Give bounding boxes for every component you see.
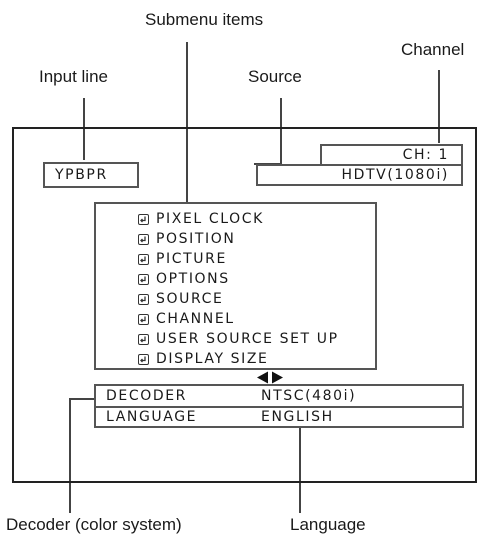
callout-decoder: Decoder (color system) xyxy=(6,515,182,534)
menu-item-picture[interactable]: PICTURE xyxy=(138,249,227,269)
source-box: HDTV(1080i) xyxy=(256,164,463,186)
left-right-arrows-icon[interactable] xyxy=(257,371,283,384)
enter-icon xyxy=(138,353,149,365)
decoder-row[interactable]: DECODER NTSC(480i) xyxy=(96,386,462,408)
enter-icon xyxy=(138,333,149,345)
decoder-leader xyxy=(69,398,96,513)
callout-input-line: Input line xyxy=(39,67,108,86)
decoder-label: DECODER xyxy=(106,388,187,404)
enter-icon xyxy=(138,313,149,325)
language-value: ENGLISH xyxy=(261,409,334,425)
submenu-list: PIXEL CLOCK POSITION PICTURE OPTIONS SOU… xyxy=(94,202,377,370)
enter-icon xyxy=(138,233,149,245)
decoder-value: NTSC(480i) xyxy=(261,388,357,404)
menu-item-source[interactable]: SOURCE xyxy=(138,289,223,309)
callout-channel: Channel xyxy=(401,40,465,59)
menu-item-channel[interactable]: CHANNEL xyxy=(138,309,235,329)
language-label: LANGUAGE xyxy=(106,409,198,425)
menu-item-position[interactable]: POSITION xyxy=(138,229,235,249)
enter-icon xyxy=(138,273,149,285)
enter-icon xyxy=(138,213,149,225)
menu-item-user-source-set-up[interactable]: USER SOURCE SET UP xyxy=(138,329,339,349)
menu-item-pixel-clock[interactable]: PIXEL CLOCK xyxy=(138,209,264,229)
enter-icon xyxy=(138,253,149,265)
channel-value: CH: 1 xyxy=(402,147,449,163)
enter-icon xyxy=(138,293,149,305)
tv-screen: YPBPR CH: 1 HDTV(1080i) PIXEL CLOCK POSI… xyxy=(12,127,477,483)
source-value: HDTV(1080i) xyxy=(341,167,449,183)
menu-item-display-size[interactable]: DISPLAY SIZE xyxy=(138,349,269,369)
settings-panel: DECODER NTSC(480i) LANGUAGE ENGLISH xyxy=(94,384,464,428)
callout-source: Source xyxy=(248,67,302,86)
channel-box: CH: 1 xyxy=(320,144,463,166)
input-line-box: YPBPR xyxy=(43,162,139,188)
callout-language: Language xyxy=(290,515,366,534)
callout-submenu-items: Submenu items xyxy=(145,10,264,29)
language-row[interactable]: LANGUAGE ENGLISH xyxy=(96,408,462,428)
input-line-value: YPBPR xyxy=(55,167,108,183)
menu-item-options[interactable]: OPTIONS xyxy=(138,269,230,289)
